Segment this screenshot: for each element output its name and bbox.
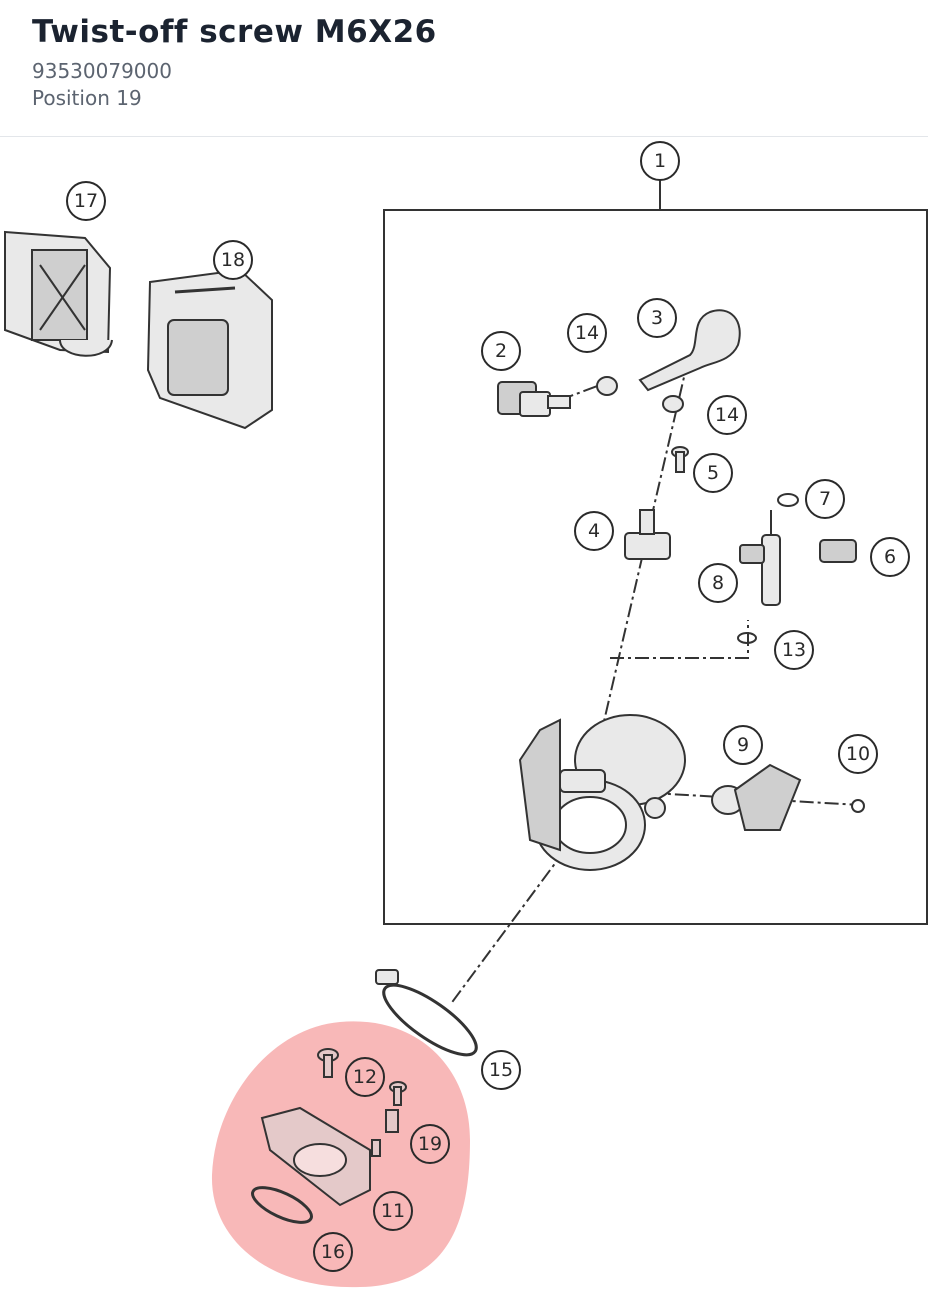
callout-11[interactable]: 11 — [373, 1191, 413, 1231]
part-11-intake-flange — [260, 1106, 371, 1207]
throttle-body — [518, 714, 686, 871]
svg-text:8: 8 — [712, 572, 724, 594]
svg-text:3: 3 — [651, 307, 663, 329]
leader-line — [610, 620, 749, 659]
part-10-screw — [851, 799, 865, 813]
callout-4[interactable]: 4 — [574, 511, 614, 551]
svg-text:1: 1 — [654, 150, 666, 172]
svg-text:6: 6 — [884, 546, 896, 568]
callout-1[interactable]: 1 — [640, 141, 680, 181]
svg-text:14: 14 — [575, 322, 599, 344]
part-17-control-unit — [4, 230, 113, 357]
part-7-o-ring — [777, 493, 799, 507]
callout-13[interactable]: 13 — [774, 630, 814, 670]
callout-18[interactable]: 18 — [213, 240, 253, 280]
callout-6[interactable]: 6 — [870, 537, 910, 577]
callout-19[interactable]: 19 — [410, 1124, 450, 1164]
part-18-cover — [146, 268, 273, 430]
svg-text:4: 4 — [588, 520, 600, 542]
part-14-clip — [662, 395, 684, 413]
svg-text:9: 9 — [737, 734, 749, 756]
svg-text:12: 12 — [353, 1066, 377, 1088]
callout-15[interactable]: 15 — [481, 1050, 521, 1090]
svg-text:17: 17 — [74, 190, 98, 212]
callout-12[interactable]: 12 — [345, 1057, 385, 1097]
exploded-parts-diagram: 1 2 3 4 5 6 7 8 9 10 11 12 13 14 14 15 1… — [4, 141, 928, 1288]
svg-text:11: 11 — [381, 1200, 405, 1222]
part-15-clamp — [375, 969, 478, 1057]
part-4-sensor — [624, 509, 671, 560]
svg-text:16: 16 — [321, 1241, 345, 1263]
svg-text:18: 18 — [221, 249, 245, 271]
part-16-gasket — [251, 1186, 313, 1224]
assembly-frame — [383, 209, 928, 925]
part-3-hose — [638, 309, 741, 392]
part-9-sensor — [711, 763, 802, 831]
part-5-screw — [671, 446, 689, 473]
part-19-twist-off-screw — [371, 1109, 399, 1157]
svg-text:15: 15 — [489, 1059, 513, 1081]
callout-9[interactable]: 9 — [723, 725, 763, 765]
part-2-sensor — [497, 381, 571, 417]
svg-text:10: 10 — [846, 743, 870, 765]
svg-text:19: 19 — [418, 1133, 442, 1155]
part-number: 93530079000 — [32, 59, 172, 83]
callout-3[interactable]: 3 — [637, 298, 677, 338]
callout-8[interactable]: 8 — [698, 563, 738, 603]
callout-10[interactable]: 10 — [838, 734, 878, 774]
callout-14[interactable]: 14 — [567, 313, 607, 353]
part-title: Twist-off screw M6X26 — [32, 14, 437, 50]
callout-17[interactable]: 17 — [66, 181, 106, 221]
svg-text:5: 5 — [707, 462, 719, 484]
part-12-screw — [317, 1048, 407, 1106]
callout-5[interactable]: 5 — [693, 453, 733, 493]
svg-text:2: 2 — [495, 340, 507, 362]
callout-7[interactable]: 7 — [805, 479, 845, 519]
part-13-o-ring — [737, 632, 757, 644]
callout-14-lower[interactable]: 14 — [707, 395, 747, 435]
part-8-injector — [739, 510, 781, 606]
leader-line — [449, 849, 566, 1006]
svg-text:7: 7 — [819, 488, 831, 510]
part-14-clip — [596, 376, 618, 396]
callout-2[interactable]: 2 — [481, 331, 521, 371]
part-6-connector — [819, 539, 857, 563]
svg-text:14: 14 — [715, 404, 739, 426]
svg-text:13: 13 — [782, 639, 806, 661]
callout-16[interactable]: 16 — [313, 1232, 353, 1272]
part-position: Position 19 — [32, 86, 142, 110]
page-header: Twist-off screw M6X26 93530079000 Positi… — [0, 0, 928, 137]
